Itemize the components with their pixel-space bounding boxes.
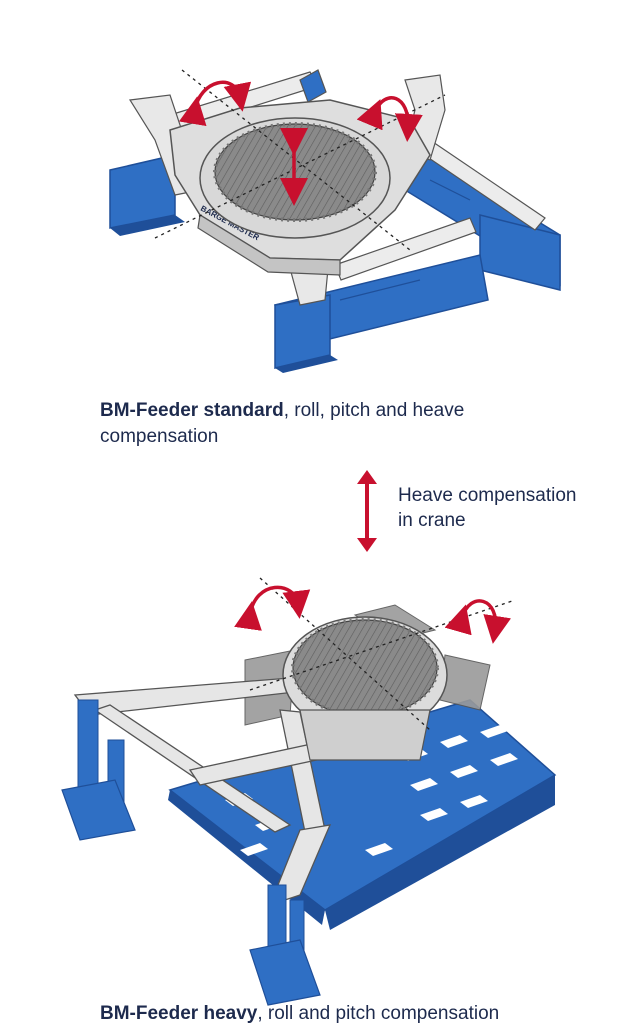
deck-openings bbox=[225, 725, 518, 856]
heave-compensation-arrow-icon bbox=[357, 470, 377, 552]
bm-feeder-heavy-illustration bbox=[61, 577, 557, 1006]
caption-standard-title: BM-Feeder standard bbox=[100, 400, 284, 421]
pitch-arrow-icon bbox=[356, 96, 423, 142]
caption-heavy-desc: , roll and pitch compensation bbox=[257, 1003, 500, 1024]
roll-arrow-icon bbox=[178, 80, 252, 127]
pitch-arrow-icon bbox=[444, 599, 511, 644]
motion-arrows bbox=[178, 80, 423, 206]
gimbal-body bbox=[282, 616, 448, 761]
left-leg-assembly bbox=[61, 699, 136, 841]
motion-arrows bbox=[234, 585, 511, 644]
heave-note-line1: Heave compensation bbox=[398, 485, 577, 506]
heave-compensation-note: Heave compensation in crane bbox=[398, 483, 628, 533]
caption-standard: BM-Feeder standard, roll, pitch and heav… bbox=[100, 398, 540, 450]
heave-note-line2: in crane bbox=[398, 510, 466, 531]
caption-heavy: BM-Feeder heavy, roll and pitch compensa… bbox=[100, 1001, 640, 1027]
caption-standard-desc: , roll, pitch and heave compensation bbox=[100, 400, 465, 447]
bm-feeder-standard-illustration: BARGE MASTER bbox=[109, 69, 561, 373]
roll-arrow-icon bbox=[234, 585, 311, 631]
caption-heavy-title: BM-Feeder heavy bbox=[100, 1003, 258, 1024]
right-leg-assembly bbox=[249, 884, 321, 1006]
blue-base-frame bbox=[109, 138, 561, 373]
